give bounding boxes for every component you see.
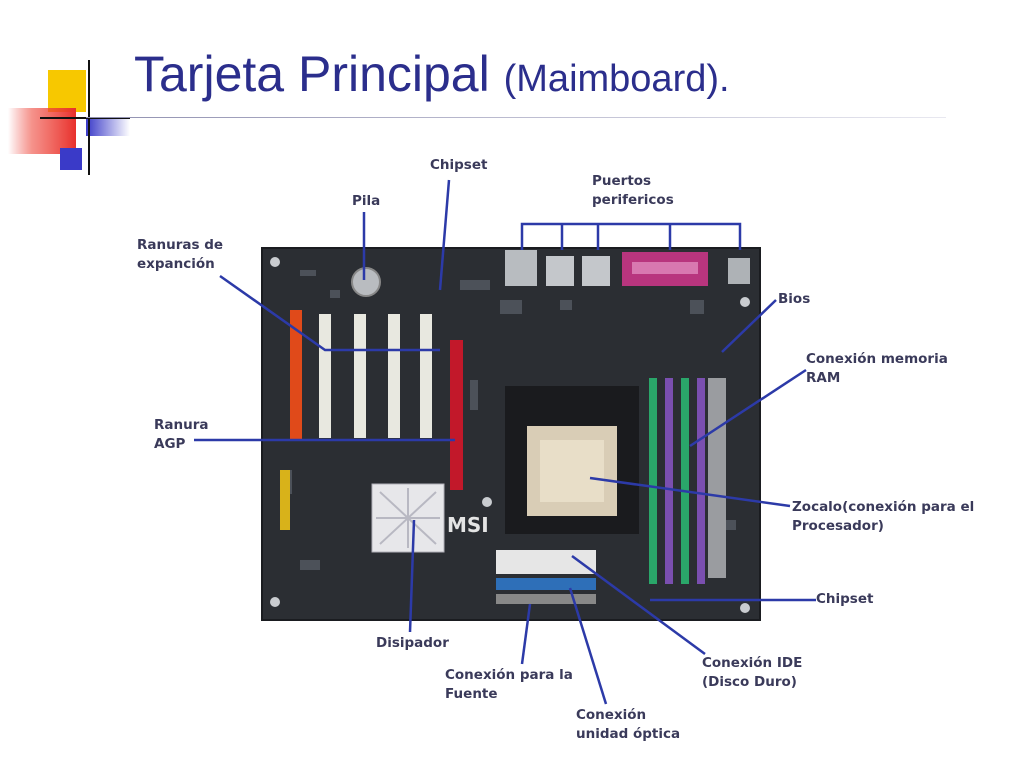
label-pila: Pila (352, 193, 381, 209)
ram-slot-2 (665, 378, 673, 584)
ram-slot-3 (681, 378, 689, 584)
ide-connector (496, 578, 596, 590)
battery-icon (351, 267, 381, 297)
board-logo: MSI (447, 513, 489, 537)
label-bios: Bios (778, 291, 811, 307)
label-ide: Conexión IDE(Disco Duro) (702, 655, 803, 690)
title-decoration (8, 60, 130, 175)
port-ethernet-icon (505, 250, 537, 286)
agp-slot-red (450, 340, 463, 490)
title-subtitle: (Maimboard). (503, 58, 730, 100)
label-disipador: Disipador (376, 635, 449, 651)
port-usb2-icon (582, 256, 610, 286)
slide-title: Tarjeta Principal (Maimboard). (134, 44, 730, 109)
ram-slot-1 (649, 378, 657, 584)
callout-lines (194, 179, 816, 705)
label-chipset-bottom: Chipset (816, 591, 874, 607)
title-main: Tarjeta Principal (134, 46, 490, 102)
ram-slot-4 (697, 378, 705, 584)
title-underline (86, 117, 946, 118)
port-usb-icon (546, 256, 574, 286)
label-chipset-top: Chipset (430, 157, 488, 173)
port-serial-icon (728, 258, 750, 284)
pci-e-slot-orange (290, 310, 302, 440)
